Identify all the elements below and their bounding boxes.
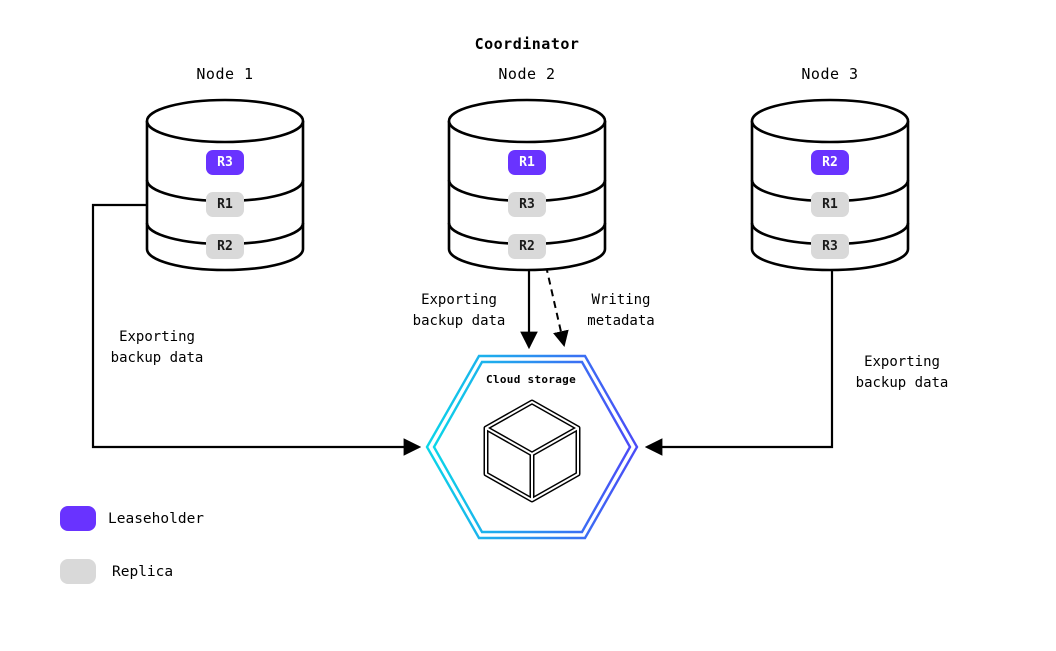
node1-replica-badge: R1: [206, 192, 244, 217]
legend-replica-label: Replica: [112, 564, 174, 580]
edge-label-node1-export: Exporting backup data: [111, 327, 204, 369]
node2-replica-badge: R2: [508, 234, 546, 259]
edge-label-line: Writing: [591, 292, 651, 308]
node2-replica-badge: R3: [508, 192, 546, 217]
cube-icon: [483, 399, 581, 503]
edge-label-line: backup data: [110, 350, 204, 366]
edge-label-node3-export: Exporting backup data: [856, 352, 949, 394]
edge-label-writing-metadata: Writing metadata: [587, 290, 654, 332]
node2-leaseholder-badge: R1: [508, 150, 546, 175]
edge-label-line: Exporting: [864, 354, 940, 370]
cloud-storage-label: Cloud storage: [486, 373, 576, 386]
node1-leaseholder-badge: R3: [206, 150, 244, 175]
edge-label-node2-export: Exporting backup data: [413, 290, 506, 332]
node1-replica-badge: R2: [206, 234, 244, 259]
legend-leaseholder-label: Leaseholder: [108, 511, 205, 527]
node3-replica-badge: R3: [811, 234, 849, 259]
node3-replica-badge: R1: [811, 192, 849, 217]
edge-label-line: Exporting: [421, 292, 497, 308]
cloud-storage-hexagon: [425, 354, 639, 540]
arrow-node2-metadata-dashed: [545, 265, 569, 347]
arrow-node3-to-storage: [644, 262, 834, 456]
node-1-label: Node 1: [196, 65, 254, 83]
legend-leaseholder-swatch: [60, 506, 96, 531]
node-3-label: Node 3: [801, 65, 859, 83]
edge-label-line: metadata: [587, 313, 655, 329]
edge-label-line: Exporting: [119, 329, 195, 345]
diagram-title: Coordinator: [474, 35, 580, 53]
edge-label-line: backup data: [855, 375, 949, 391]
legend-replica-swatch: [60, 559, 96, 584]
node3-leaseholder-badge: R2: [811, 150, 849, 175]
node-2-label: Node 2: [498, 65, 556, 83]
edge-label-line: backup data: [412, 313, 506, 329]
